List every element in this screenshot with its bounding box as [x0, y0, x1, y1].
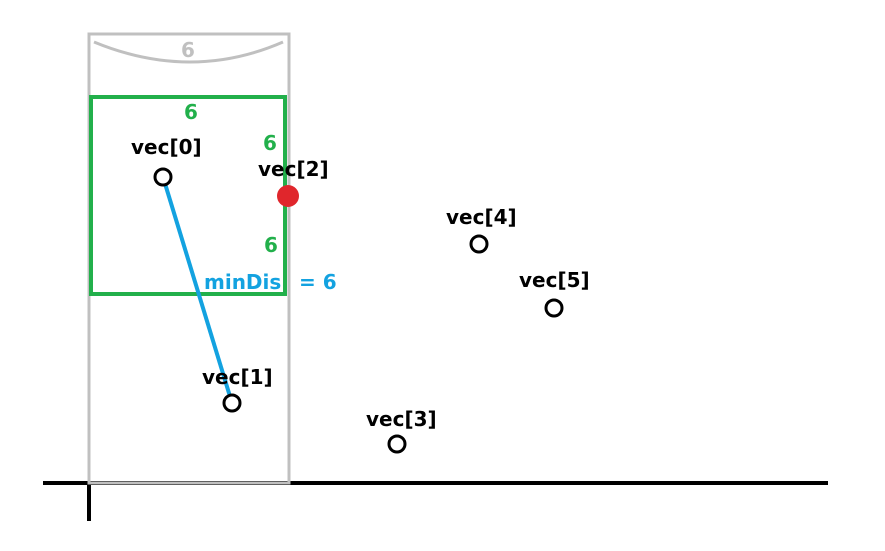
- box-top-label: 6: [184, 100, 198, 124]
- point-vec1: [222, 393, 242, 413]
- label-vec5: vec[5]: [519, 268, 590, 292]
- label-vec4: vec[4]: [446, 205, 517, 229]
- strip-width-label: 6: [181, 38, 195, 62]
- label-vec0: vec[0]: [131, 135, 202, 159]
- label-vec2: vec[2]: [258, 157, 329, 181]
- box-right-upper-label: 6: [263, 131, 277, 155]
- min-dis-value: = 6: [299, 270, 337, 294]
- box-right-lower-label: 6: [264, 233, 278, 257]
- strip-width-brace: [93, 40, 284, 64]
- point-vec0: [153, 167, 173, 187]
- label-vec3: vec[3]: [366, 407, 437, 431]
- point-vec2-highlighted: [277, 185, 299, 207]
- min-distance-line: [161, 176, 234, 404]
- label-vec1: vec[1]: [202, 365, 273, 389]
- point-vec3: [387, 434, 407, 454]
- point-vec5: [544, 298, 564, 318]
- point-vec4: [469, 234, 489, 254]
- min-dis-label: minDis: [204, 270, 281, 294]
